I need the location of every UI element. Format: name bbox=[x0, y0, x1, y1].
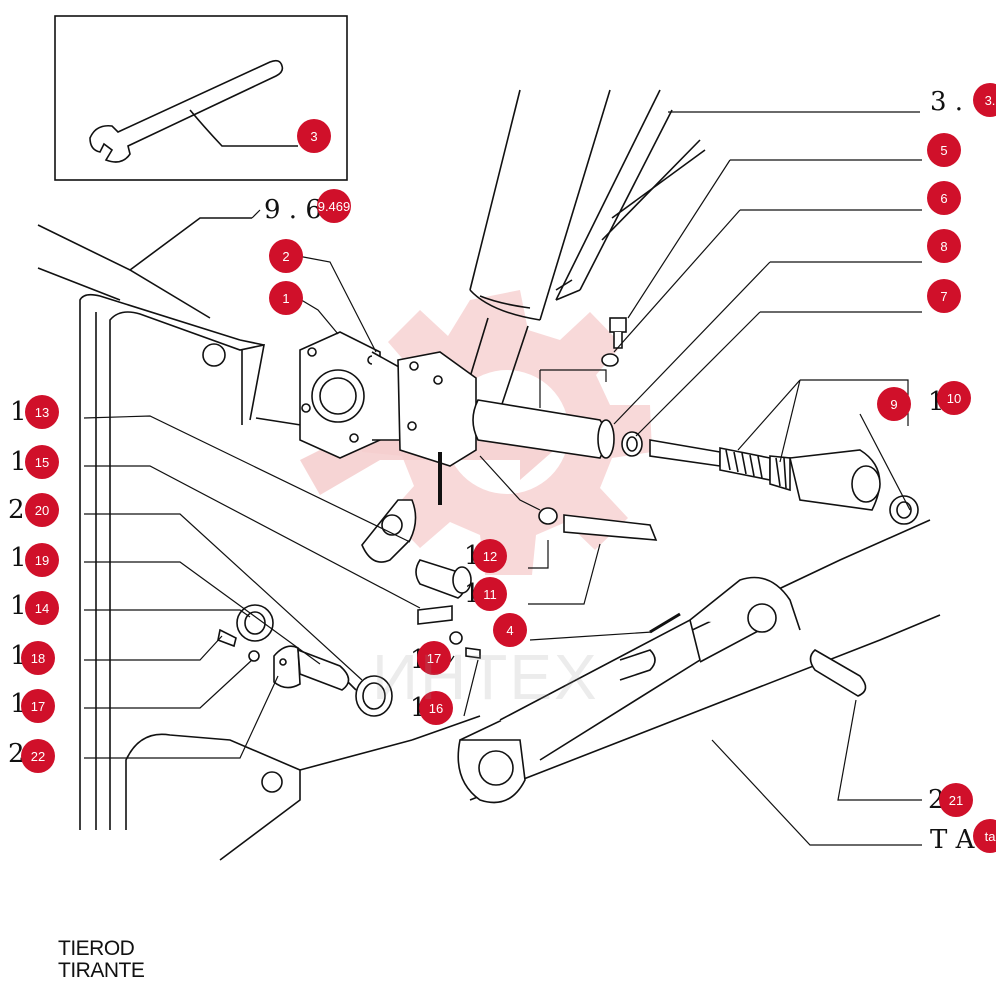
callout-label-refTA: ta bbox=[985, 829, 996, 844]
watermark-text: ИНТЕХ bbox=[372, 641, 599, 713]
diagram-caption: TIEROD TIRANTE bbox=[58, 937, 145, 982]
callout-label-7: 7 bbox=[940, 289, 947, 304]
callout-label-1: 1 bbox=[282, 291, 289, 306]
callout-5: 5 bbox=[927, 133, 961, 167]
caption-line-1: TIEROD bbox=[58, 937, 135, 960]
callout-label-21: 21 bbox=[949, 793, 963, 808]
plate-15 bbox=[417, 605, 453, 625]
callout-label-ref9: 9.469 bbox=[318, 199, 351, 214]
leader-lines bbox=[83, 111, 922, 846]
ref-bottom-right: T A bbox=[930, 825, 976, 855]
callout-label-18: 18 bbox=[31, 651, 45, 666]
pin-19 bbox=[297, 648, 350, 691]
tierod-assembly bbox=[415, 317, 919, 625]
prefix-20: 2 bbox=[8, 495, 25, 525]
callout-2: 2 bbox=[269, 239, 303, 273]
left-small-parts bbox=[217, 604, 481, 717]
pin-21 bbox=[809, 649, 867, 697]
callout-9: 9 bbox=[877, 387, 911, 421]
callout-label-20: 20 bbox=[35, 503, 49, 518]
prefix-22: 2 bbox=[8, 739, 25, 769]
callout-7: 7 bbox=[927, 279, 961, 313]
prefix-14: 1 bbox=[10, 591, 27, 621]
callout-11: 11 bbox=[473, 577, 507, 611]
callout-14: 14 bbox=[25, 591, 59, 625]
callout-ref9: 9.469 bbox=[317, 189, 351, 223]
callout-label-17b: 17 bbox=[31, 699, 45, 714]
callout-label-9: 9 bbox=[890, 397, 897, 412]
callout-label-8: 8 bbox=[940, 239, 947, 254]
callout-label-14: 14 bbox=[35, 601, 49, 616]
callout-label-22: 22 bbox=[31, 749, 45, 764]
callout-13: 13 bbox=[25, 395, 59, 429]
prefix-15: 1 bbox=[10, 447, 27, 477]
callout-label-19: 19 bbox=[35, 553, 49, 568]
callout-16: 16 bbox=[419, 691, 453, 725]
callout-12: 12 bbox=[473, 539, 507, 573]
callout-1: 1 bbox=[269, 281, 303, 315]
prefix-13: 1 bbox=[10, 397, 27, 427]
callout-label-4: 4 bbox=[506, 623, 513, 638]
lift-cylinder bbox=[459, 89, 706, 411]
bolt-16 bbox=[465, 647, 481, 659]
callout-17b: 17 bbox=[21, 689, 55, 723]
callout-19: 19 bbox=[25, 543, 59, 577]
callout-label-17a: 17 bbox=[427, 651, 441, 666]
callout-17a: 17 bbox=[417, 641, 451, 675]
callout-3: 3 bbox=[297, 119, 331, 153]
callout-label-5: 5 bbox=[940, 143, 947, 158]
callout-label-ref3: 3. bbox=[985, 93, 996, 108]
callout-label-15: 15 bbox=[35, 455, 49, 470]
callout-4: 4 bbox=[493, 613, 527, 647]
callout-label-6: 6 bbox=[940, 191, 947, 206]
pin-4 bbox=[649, 612, 681, 634]
prefix-21: 2 bbox=[928, 785, 945, 815]
lower-link-arm bbox=[457, 519, 941, 804]
callout-18: 18 bbox=[21, 641, 55, 675]
bracket-22 bbox=[273, 645, 301, 689]
callout-label-12: 12 bbox=[483, 549, 497, 564]
callout-10: 10 bbox=[937, 381, 971, 415]
callout-8: 8 bbox=[927, 229, 961, 263]
callout-label-16: 16 bbox=[429, 701, 443, 716]
bolt-4 bbox=[563, 514, 658, 541]
callout-label-10: 10 bbox=[947, 391, 961, 406]
callout-refTA: ta bbox=[973, 819, 996, 853]
nut-17b bbox=[449, 631, 463, 645]
callout-ref3: 3. bbox=[973, 83, 996, 117]
frame-lines bbox=[37, 217, 481, 861]
callout-label-13: 13 bbox=[35, 405, 49, 420]
wrench-inset bbox=[54, 15, 348, 181]
callout-label-2: 2 bbox=[282, 249, 289, 264]
bracket-block bbox=[397, 351, 477, 467]
washer-6 bbox=[601, 353, 619, 367]
callout-6: 6 bbox=[927, 181, 961, 215]
callout-label-11: 11 bbox=[483, 587, 497, 602]
prefix-19: 1 bbox=[10, 543, 27, 573]
bolt-5 bbox=[609, 317, 627, 333]
ref-top-right: 3 . bbox=[930, 87, 963, 117]
callout-21: 21 bbox=[939, 783, 973, 817]
bracket-parts bbox=[299, 331, 477, 563]
callout-label-3: 3 bbox=[310, 129, 317, 144]
callout-20: 20 bbox=[25, 493, 59, 527]
wrench-icon bbox=[89, 59, 284, 163]
threaded-rod bbox=[649, 439, 721, 467]
callout-15: 15 bbox=[25, 445, 59, 479]
caption-line-2: TIRANTE bbox=[58, 959, 145, 982]
callout-22: 22 bbox=[21, 739, 55, 773]
bolt-18 bbox=[217, 628, 237, 648]
